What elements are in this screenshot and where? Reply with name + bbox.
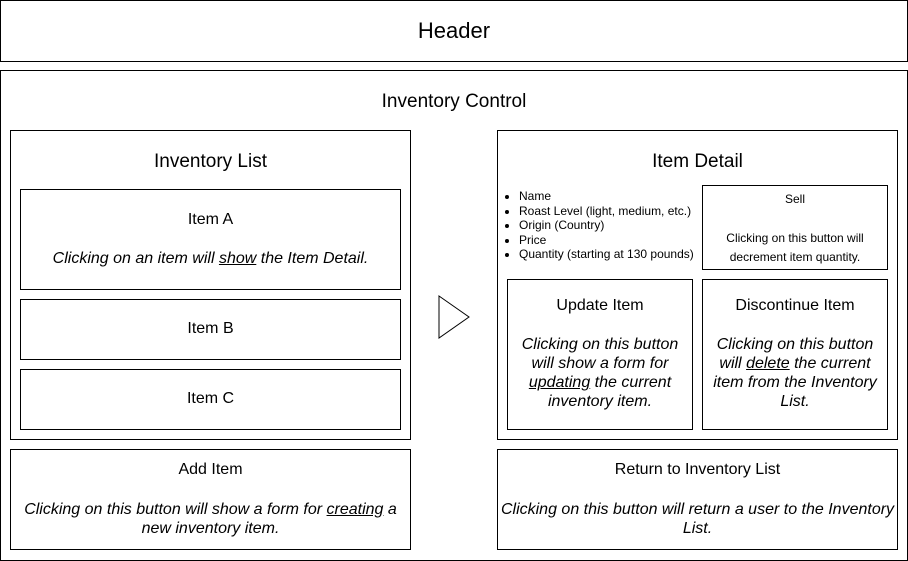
item-c-label: Item C	[186, 390, 235, 407]
item-b-label: Item B	[187, 320, 234, 337]
discontinue-item-button[interactable]: Discontinue Item Clicking on this button…	[702, 279, 888, 430]
inventory-list-title: Inventory List	[154, 151, 267, 172]
sell-button[interactable]: Sell Clicking on this button will decrem…	[702, 185, 888, 270]
sell-label: Sell	[784, 192, 805, 206]
return-to-list-button[interactable]: Return to Inventory List Clicking on thi…	[497, 449, 898, 550]
item-a-label: Item A	[187, 211, 234, 228]
update-item-label: Update Item	[556, 297, 644, 314]
play-triangle-icon	[438, 295, 470, 339]
field-origin: Origin (Country)	[519, 218, 694, 233]
return-label: Return to Inventory List	[614, 461, 781, 478]
update-item-button[interactable]: Update Item Clicking on this button will…	[507, 279, 693, 430]
discontinue-item-description: Clicking on this button will delete the …	[713, 336, 877, 410]
field-name: Name	[519, 189, 694, 204]
sell-description: Clicking on this button will decrement i…	[726, 231, 864, 264]
field-price: Price	[519, 233, 694, 248]
update-item-description: Clicking on this button will show a form…	[521, 336, 679, 410]
discontinue-item-label: Discontinue Item	[735, 297, 855, 314]
add-item-label: Add Item	[178, 461, 243, 478]
add-item-description: Clicking on this button will show a form…	[24, 501, 397, 537]
header-box: Header	[0, 0, 908, 62]
field-quantity: Quantity (starting at 130 pounds)	[519, 247, 694, 262]
item-detail-title: Item Detail	[652, 151, 743, 172]
field-roast-level: Roast Level (light, medium, etc.)	[519, 204, 694, 219]
inventory-item-b[interactable]: Item B	[20, 299, 401, 360]
header-label: Header	[417, 18, 491, 43]
inventory-item-a[interactable]: Item A Clicking on an item will show the…	[20, 189, 401, 290]
inventory-item-c[interactable]: Item C	[20, 369, 401, 430]
add-item-button[interactable]: Add Item Clicking on this button will sh…	[10, 449, 411, 550]
return-description: Clicking on this button will return a us…	[500, 501, 895, 537]
item-a-description: Clicking on an item will show the Item D…	[52, 250, 369, 267]
inventory-control-title: Inventory Control	[381, 91, 527, 112]
item-detail-field-list: Name Roast Level (light, medium, etc.) O…	[507, 189, 694, 262]
